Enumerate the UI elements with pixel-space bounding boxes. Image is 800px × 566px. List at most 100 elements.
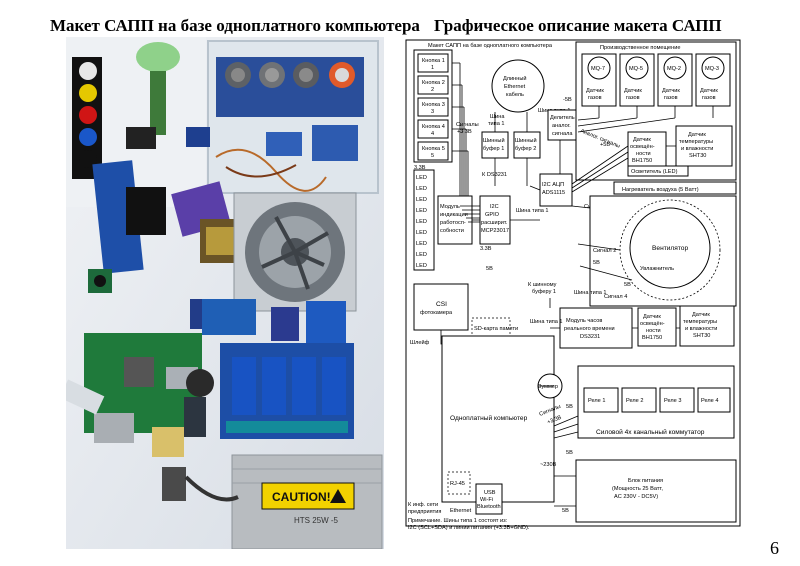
sht30-line-4: SHT30: [693, 333, 710, 339]
bus-label-sbc: Шина типа 1: [530, 319, 563, 325]
buffer1-line-2: буфер 1: [483, 146, 504, 152]
bh1750-room-line-2: освещён-: [630, 144, 655, 150]
bus-buffer-2: [513, 131, 541, 159]
gas-sensor-mq7-name: MQ-7: [591, 66, 605, 72]
bus-label-a1: Шина: [490, 114, 505, 120]
adc-line-1: I2C АЦП: [542, 182, 564, 188]
to-net-line-1: К инф. сети: [408, 502, 438, 508]
gpio-v33-label: 3.3В: [480, 246, 492, 252]
gas-sensor-mq2-sub-1: Датчик: [662, 88, 680, 94]
relay-4-label: Реле 4: [701, 398, 718, 404]
rtc-line-2: реального времени: [564, 326, 615, 332]
indicator-line-2: индикации: [440, 212, 468, 218]
button-3-block: [417, 97, 449, 117]
ethernet-cable-line-3: кабель: [506, 92, 524, 98]
psu-model-label: HTS 25W -5: [294, 516, 339, 525]
button-2-number: 2: [431, 87, 434, 93]
button-4-label: Кнопка 4: [422, 124, 445, 130]
to-bus-label-2: буферу 1: [532, 289, 556, 295]
led-5: LED: [416, 219, 427, 225]
bh1750-room-line-4: BH1750: [632, 158, 652, 164]
button-5-number: 5: [431, 153, 434, 159]
gas-sensor-mq5-sub-1: Датчик: [624, 88, 642, 94]
gpio-5v-label: 5В: [486, 266, 493, 272]
plus5v-label: +5В: [600, 142, 610, 148]
gpio-expander: [479, 195, 511, 245]
diagram-title: Графическое описание макета САПП: [434, 16, 722, 35]
single-board-computer: [441, 335, 555, 503]
humidifier-label: Увлажнитель: [640, 266, 674, 272]
relay-1: [583, 387, 619, 413]
gas-sensor-mq3-sub-1: Датчик: [700, 88, 718, 94]
temp-humidity-sensor-room: [675, 125, 733, 167]
mains-230v-label: ~230В: [540, 462, 557, 468]
relay-2-label: Реле 2: [626, 398, 643, 404]
gpio-line-3: расширит.: [481, 220, 508, 226]
buffer2-line-2: буфер 2: [515, 146, 536, 152]
sht30-line-3: и влажности: [685, 326, 717, 332]
caution-label: CAUTION!: [272, 490, 331, 504]
gas-sensor-mq2-icon: [663, 56, 687, 80]
gas-sensor-mq3-icon: [701, 56, 725, 80]
relay-3: [659, 387, 695, 413]
led-4: LED: [416, 208, 427, 214]
outer-frame-label: Макет САПП на базе одноплатного компьюте…: [428, 43, 553, 49]
gas-sensor-mq7-icon: [587, 56, 611, 80]
bh1750-line-1: Датчик: [643, 314, 661, 320]
led-column: [413, 169, 435, 271]
button-3-label: Кнопка 3: [422, 102, 445, 108]
sht30-room-line-3: и влажности: [681, 146, 713, 152]
photo-title: Макет САПП на базе одноплатного компьюте…: [50, 16, 420, 35]
bh1750-line-4: BH1750: [642, 335, 662, 341]
led-list: LED LED LED LED LED LED LED LED LED: [416, 175, 427, 269]
gpio-line-4: MCP23017: [481, 228, 509, 234]
sbc-label: Одноплатный компьютер: [450, 414, 528, 422]
gpio-line-1: I2C: [490, 204, 499, 210]
note-line-2: I2C (SCL+SDA) и линии питания (+3.3В+GND…: [408, 525, 530, 531]
gas-sensor-list: MQ-7 Датчик газов MQ-5 Датчик газов MQ-2…: [581, 53, 731, 107]
sht30-room-line-2: температуры: [679, 139, 713, 145]
led-7: LED: [416, 241, 427, 247]
gas-sensor-mq2-name: MQ-2: [667, 66, 681, 72]
indicator-line-3: работосп-: [440, 220, 466, 226]
heater-label: Нагреватель воздуха (5 Ватт): [622, 187, 699, 193]
indicator-line-1: Модуль: [440, 204, 460, 210]
ethernet-cable: [491, 59, 545, 113]
signals-label-1: Сигналы: [456, 122, 479, 128]
rj45-label: RJ-45: [450, 481, 465, 487]
fan-label: Вентилятор: [652, 245, 688, 252]
gas-sensor-mq2-sub-2: газов: [664, 95, 678, 101]
led-8: LED: [416, 252, 427, 258]
gas-sensor-mq5-name: MQ-5: [629, 66, 643, 72]
usb-line-3: Bluetooth: [477, 504, 501, 510]
signals-label-2: +3.3В: [457, 129, 472, 135]
button-4-number: 4: [431, 131, 434, 137]
v33-label: 3.3В: [414, 165, 426, 171]
adc-line-2: ADS1115: [542, 190, 565, 196]
ethernet-cable-line-2: Ethernet: [504, 84, 526, 90]
light-sensor-bh1750: [637, 307, 677, 347]
air-heater: [613, 181, 737, 195]
usb-wifi-bluetooth: [475, 483, 503, 515]
relay-2: [621, 387, 657, 413]
indicator-line-4: собности: [440, 228, 464, 234]
page-number: 6: [770, 538, 779, 558]
fan-circle: [629, 207, 711, 289]
sd-card-label: SD-карта памяти: [474, 326, 518, 332]
usb-line-1: USB: [484, 490, 496, 496]
temp-humidity-sensor: [679, 305, 735, 347]
power-supply: [575, 459, 737, 523]
bh1750-room-line-1: Датчик: [633, 137, 651, 143]
led-3: LED: [416, 197, 427, 203]
diagram-note: Примечание. Шины типа 1 состоят из: I2C …: [408, 518, 530, 531]
relay-1-label: Реле 1: [588, 398, 605, 404]
relay-signals-2: +3.3В: [547, 415, 563, 426]
button-1-block: [417, 53, 449, 73]
button-5-block: [417, 141, 449, 161]
usb-line-2: Wi-Fi: [480, 497, 493, 503]
gas-sensor-mq7-sub-1: Датчик: [586, 88, 604, 94]
bus-label-a2: типа 1: [488, 121, 505, 127]
bh1750-line-3: ности: [646, 328, 661, 334]
button-1-label: Кнопка 1: [422, 58, 445, 64]
sht30-room-line-1: Датчик: [688, 132, 706, 138]
